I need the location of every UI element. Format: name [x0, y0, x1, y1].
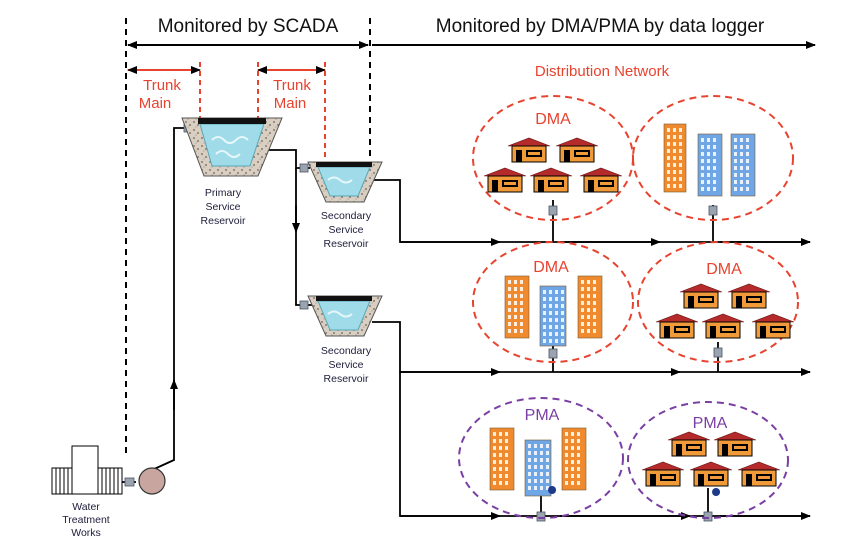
zone-contents — [489, 427, 587, 497]
house-icon — [679, 283, 723, 309]
pump-icon — [138, 467, 166, 495]
wtw-label-2: Treatment — [62, 514, 110, 526]
svg-text:Trunk: Trunk — [143, 77, 181, 94]
water-treatment-works-icon — [51, 445, 123, 495]
house-icon — [751, 313, 795, 339]
zones-group: DMA DMA DMA PMA PMA — [458, 95, 799, 519]
house-icon — [727, 283, 771, 309]
trunk-main-2: Trunk Main — [257, 62, 326, 160]
dma-boundary — [472, 95, 634, 221]
secondary1-label-1: Secondary — [321, 210, 372, 222]
zone-5: PMA — [458, 397, 624, 519]
house-icon — [667, 431, 711, 457]
house-icon — [689, 461, 733, 487]
secondary1-label-3: Reservoir — [324, 238, 369, 250]
secondary2-label-1: Secondary — [321, 345, 372, 357]
dma-boundary — [637, 241, 799, 363]
primary-label-2: Service — [205, 201, 240, 213]
house-icon — [655, 313, 699, 339]
dma-pma-header: Monitored by DMA/PMA by data logger — [436, 16, 765, 37]
zone-4: DMA — [637, 241, 799, 363]
house-icon — [641, 461, 685, 487]
dma-label: DMA — [535, 111, 571, 128]
zone-contents — [504, 275, 603, 347]
building-icon — [504, 275, 530, 339]
building-icon — [663, 123, 687, 193]
primary-label-1: Primary — [205, 187, 242, 199]
pma-boundary — [458, 397, 624, 519]
house-icon — [483, 167, 527, 193]
secondary2-label-3: Reservoir — [324, 373, 369, 385]
building-icon — [577, 275, 603, 339]
building-icon — [524, 439, 552, 497]
secondary-reservoir-2-icon — [307, 295, 383, 337]
house-icon — [579, 167, 623, 193]
house-icon — [713, 431, 757, 457]
dma-boundary — [632, 95, 794, 221]
secondary-reservoir-1-icon — [307, 161, 383, 203]
zone-contents — [663, 123, 756, 197]
dma-label: DMA — [706, 261, 742, 278]
wtw-label-1: Water — [72, 501, 100, 513]
house-icon — [529, 167, 573, 193]
distribution-network-label: Distribution Network — [535, 63, 670, 80]
primary-reservoir-icon — [181, 117, 283, 177]
zone-contents — [483, 137, 623, 193]
pma-label: PMA — [525, 407, 560, 424]
svg-text:Main: Main — [274, 95, 307, 112]
scada-header: Monitored by SCADA — [158, 16, 339, 37]
zone-2 — [632, 95, 794, 221]
building-icon — [489, 427, 515, 491]
dma-label: DMA — [533, 259, 569, 276]
pipe-network — [122, 127, 811, 520]
building-icon — [697, 133, 723, 197]
primary-label-3: Reservoir — [201, 215, 246, 227]
secondary2-label-2: Service — [328, 359, 363, 371]
meter-devices — [124, 123, 723, 522]
house-icon — [507, 137, 551, 163]
pma-label: PMA — [693, 415, 728, 432]
house-icon — [737, 461, 781, 487]
house-icon — [701, 313, 745, 339]
zone-1: DMA — [472, 95, 634, 221]
svg-text:Trunk: Trunk — [273, 77, 311, 94]
building-icon — [730, 133, 756, 197]
building-icon — [539, 285, 567, 347]
pma-boundary — [627, 401, 789, 519]
trunk-main-1: Trunk Main — [127, 62, 201, 118]
dma-boundary — [472, 241, 634, 363]
zone-contents — [641, 431, 781, 496]
building-icon — [561, 427, 587, 491]
secondary1-label-2: Service — [328, 224, 363, 236]
wtw-label-3: Works — [71, 527, 101, 539]
zone-6: PMA — [627, 401, 789, 519]
house-icon — [555, 137, 599, 163]
svg-text:Main: Main — [139, 95, 172, 112]
zone-contents — [655, 283, 795, 339]
zone-3: DMA — [472, 241, 634, 363]
